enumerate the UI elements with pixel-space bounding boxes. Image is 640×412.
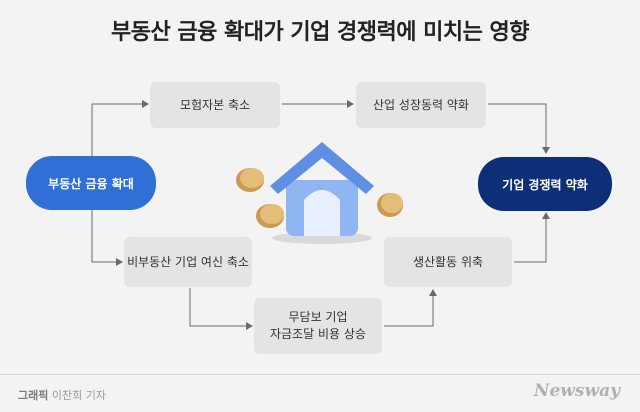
arrow-production-to-end xyxy=(514,212,550,263)
footer-credit-name: 이찬희 기자 xyxy=(51,389,106,402)
nonre-credit-label: 비부동산 기업 여신 축소 xyxy=(127,254,249,269)
arrow-growth-to-end xyxy=(488,103,550,154)
funding-cost-node: 무담보 기업 자금조달 비용 상승 xyxy=(254,298,382,354)
capital-reduction-node: 모험자본 축소 xyxy=(150,82,280,128)
funding-cost-label-line2: 자금조달 비용 상승 xyxy=(270,327,366,341)
house-icon xyxy=(270,142,374,244)
arrow-credit-to-funding xyxy=(189,288,253,330)
coin-icon xyxy=(236,168,264,192)
capital-reduction-label: 모험자본 축소 xyxy=(179,97,251,112)
production-label: 생산활동 위축 xyxy=(412,254,484,269)
growth-weakening-label: 산업 성장동력 약화 xyxy=(373,97,469,112)
start-node: 부동산 금융 확대 xyxy=(26,156,156,210)
funding-cost-label-line1: 무담보 기업 xyxy=(288,310,348,324)
coin-icon xyxy=(256,204,284,228)
page-title: 부동산 금융 확대가 기업 경쟁력에 미치는 영향 xyxy=(110,20,530,45)
arrow-start-to-capital xyxy=(91,100,149,156)
footer-divider xyxy=(0,374,640,375)
start-node-label: 부동산 금융 확대 xyxy=(48,176,134,191)
end-node-label: 기업 경쟁력 약화 xyxy=(502,177,588,192)
nonre-credit-node: 비부동산 기업 여신 축소 xyxy=(124,237,252,287)
arrow-start-to-credit xyxy=(91,210,123,266)
footer-credit-bold: 그래픽 xyxy=(18,389,49,402)
brand-logo: Newsway xyxy=(533,381,620,401)
growth-weakening-node: 산업 성장동력 약화 xyxy=(356,82,486,128)
production-node: 생산활동 위축 xyxy=(384,237,512,287)
end-node: 기업 경쟁력 약화 xyxy=(478,157,612,211)
coin-icon xyxy=(377,193,403,217)
arrow-funding-to-production xyxy=(384,289,437,327)
footer-credit: 그래픽 이찬희 기자 xyxy=(18,387,106,403)
